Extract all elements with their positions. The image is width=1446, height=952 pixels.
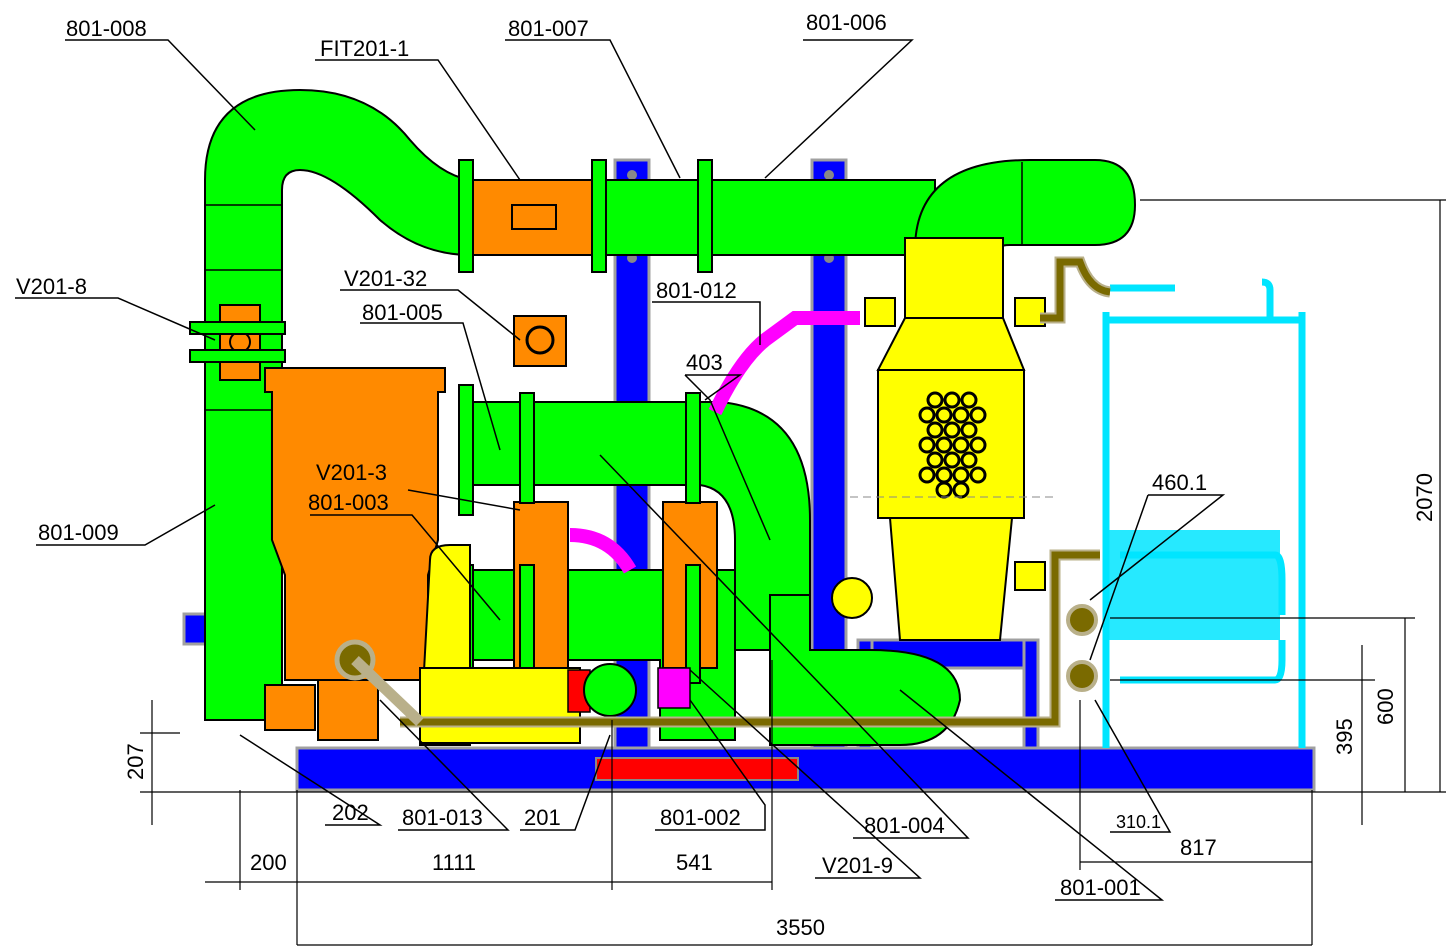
dim-1111: 1111: [432, 850, 476, 875]
motor-fan: [583, 663, 637, 717]
label-801-012: 801-012: [656, 278, 737, 303]
label-v201-9: V201-9: [822, 853, 893, 878]
pump-skid-leg-right: [1022, 638, 1040, 750]
label-v201-3: V201-3: [316, 460, 387, 485]
dim-207: 207: [123, 743, 148, 780]
label-201: 201: [524, 805, 561, 830]
pipe-magenta-lower: [569, 528, 637, 574]
pipe-801-001: [769, 594, 962, 746]
valve-v201-32: [513, 315, 567, 367]
valve-v201-8: [219, 304, 261, 381]
label-801-001: 801-001: [1060, 875, 1141, 900]
base-frame: [295, 746, 1316, 792]
motor-201: [419, 667, 581, 744]
valve-202: [264, 684, 316, 731]
label-v201-8: V201-8: [16, 274, 87, 299]
olive-knob-310: [1066, 660, 1098, 692]
pipe-801-004: [469, 401, 811, 651]
dim-200: 200: [250, 850, 287, 875]
pump-ring-left-low: [1014, 561, 1046, 591]
olive-line-top-inner: [1040, 258, 1111, 322]
dimension-lines: [140, 199, 1446, 946]
label-fit201-1: FIT201-1: [320, 36, 409, 61]
strainer-vessel: [264, 367, 446, 681]
label-801-004: 801-004: [864, 813, 945, 838]
dim-541: 541: [676, 850, 713, 875]
label-801-009: 801-009: [38, 520, 119, 545]
leaders: [15, 39, 1226, 901]
label-801-006: 801-006: [806, 10, 887, 35]
pipe-801-007: [604, 179, 936, 256]
olive-line-bottom-inner: [400, 551, 1100, 726]
label-403: 403: [686, 350, 723, 375]
tank-vent: [1261, 278, 1274, 320]
dim-2070: 2070: [1412, 473, 1437, 522]
flow-meter-fit201-1: [469, 179, 601, 256]
olive-knob-460: [1066, 604, 1098, 636]
olive-arm: [351, 656, 424, 726]
dimension-texts: 207 200 1111 541 817 3550 395 600 2070: [123, 473, 1437, 940]
base-red-beam: [595, 757, 799, 781]
label-801-013: 801-013: [402, 805, 483, 830]
labels: 801-008 801-007 801-006 FIT201-1 V201-8 …: [16, 10, 1207, 900]
label-801-007: 801-007: [508, 16, 589, 41]
pipe-403: [708, 311, 860, 416]
tank-fill: [1103, 530, 1280, 640]
pump-ring-right: [1014, 297, 1046, 327]
label-v201-32: V201-32: [344, 266, 427, 291]
dim-395: 395: [1332, 718, 1357, 755]
dim-3550: 3550: [776, 915, 825, 940]
block-801-013: [317, 679, 379, 741]
pump-ring-left: [864, 297, 896, 327]
dim-817: 817: [1180, 835, 1217, 860]
pump-stand: [888, 517, 1014, 641]
label-801-002: 801-002: [660, 805, 741, 830]
magenta-block: [657, 667, 691, 709]
flow-meter-window: [511, 204, 557, 230]
dim-600: 600: [1373, 688, 1398, 725]
label-801-003: 801-003: [308, 490, 389, 515]
pump-body-taper: [876, 317, 1026, 371]
label-202: 202: [332, 800, 369, 825]
label-460-1: 460.1: [1152, 470, 1207, 495]
label-801-005: 801-005: [362, 300, 443, 325]
label-801-008: 801-008: [66, 16, 147, 41]
pump-motor-small: [831, 577, 873, 619]
pump-body-top: [904, 237, 1004, 319]
label-310-1: 310.1: [1116, 812, 1161, 832]
